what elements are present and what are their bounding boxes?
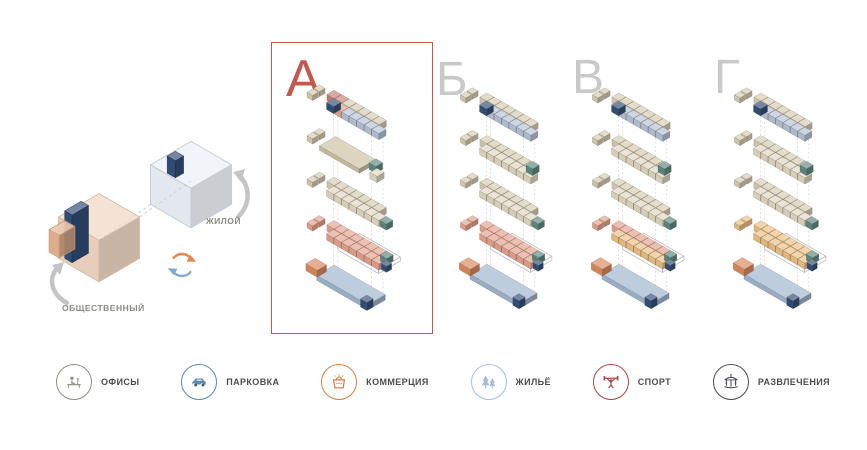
- variant-v[interactable]: В: [562, 46, 707, 332]
- legend-item-commerce: КОММЕРЦИЯ: [321, 364, 429, 400]
- sport-icon: [592, 364, 629, 400]
- concept-diagram: [48, 140, 250, 306]
- legend-label: ЖИЛЬЁ: [515, 377, 551, 387]
- legend-item-entertainment: РАЗВЛЕЧЕНИЯ: [712, 364, 830, 400]
- variant-g-letter: Г: [714, 51, 740, 104]
- variant-g-stack: [733, 87, 827, 310]
- variant-g[interactable]: Г: [700, 46, 852, 332]
- public-label: ОБЩЕСТВЕННЫЙ: [62, 303, 145, 313]
- legend-label: ОФИСЫ: [101, 377, 140, 387]
- legend-label: ПАРКОВКА: [226, 377, 280, 387]
- variant-v-stack: [591, 87, 685, 310]
- legend-item-offices: ОФИСЫ: [56, 364, 139, 400]
- legend-label: КОММЕРЦИЯ: [366, 377, 429, 387]
- housing-icon: [470, 364, 507, 400]
- entertainment-icon: [712, 364, 749, 400]
- legend-label: РАЗВЛЕЧЕНИЯ: [757, 377, 830, 387]
- variant-b-stack: [459, 87, 553, 310]
- legend: ОФИСЫ ПАРКОВКА: [56, 364, 830, 400]
- legend-label: СПОРТ: [637, 377, 672, 387]
- legend-item-parking: ПАРКОВКА: [181, 364, 279, 400]
- variant-a[interactable]: А: [271, 42, 433, 334]
- residential-label: ЖИЛОЙ: [206, 216, 241, 226]
- offices-icon: [56, 364, 92, 400]
- variant-b[interactable]: Б: [430, 46, 575, 332]
- variant-a-stack: [305, 84, 401, 311]
- parking-icon: [181, 364, 218, 400]
- legend-item-housing: ЖИЛЬЁ: [470, 364, 551, 400]
- commerce-icon: [321, 364, 358, 400]
- legend-item-sport: СПОРТ: [592, 364, 672, 400]
